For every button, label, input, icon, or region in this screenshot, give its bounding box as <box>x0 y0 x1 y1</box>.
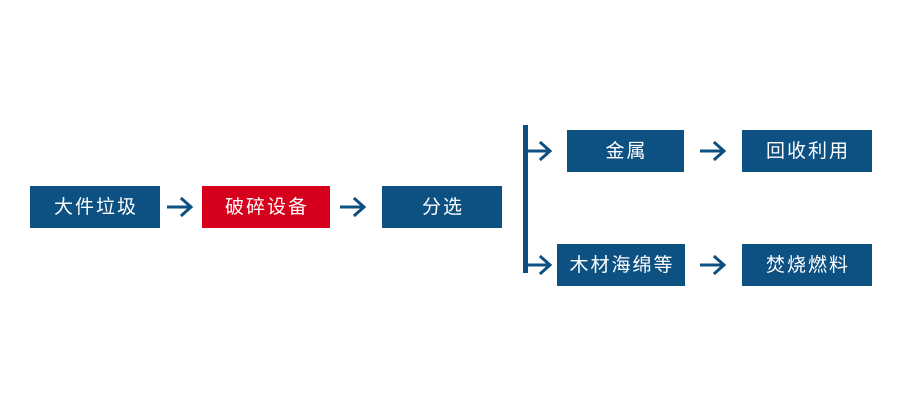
node-wood-sponge-etc: 木材海绵等 <box>557 244 685 286</box>
node-sorting: 分选 <box>382 186 502 228</box>
branch-bracket-icon <box>520 120 560 280</box>
arrow-right-icon-metal-to-recycle <box>700 138 730 164</box>
node-recycling-reuse: 回收利用 <box>742 130 872 172</box>
arrow-right-icon-crusher-to-sorting <box>340 194 370 220</box>
node-incineration-fuel: 焚烧燃料 <box>742 244 872 286</box>
node-bulky-waste: 大件垃圾 <box>30 186 160 228</box>
arrow-right-icon-bulky-to-crusher <box>167 194 197 220</box>
arrow-right-icon-wood-to-fuel <box>700 252 730 278</box>
node-metal: 金属 <box>567 130 684 172</box>
node-crushing-equipment: 破碎设备 <box>202 186 330 228</box>
